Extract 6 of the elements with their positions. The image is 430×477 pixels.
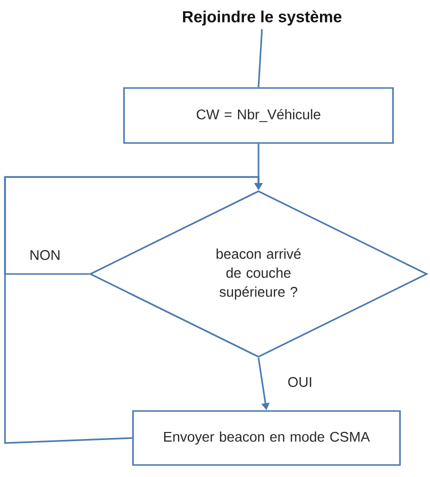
process-box: Envoyer beacon en mode CSMA bbox=[132, 410, 401, 466]
title-text: Rejoindre le système bbox=[183, 10, 342, 26]
process-box: CW = Nbr_Véhicule bbox=[123, 87, 394, 144]
edge-label: OUI bbox=[286, 376, 314, 388]
arrow bbox=[4, 176, 263, 444]
edge-label: NON bbox=[28, 249, 62, 261]
